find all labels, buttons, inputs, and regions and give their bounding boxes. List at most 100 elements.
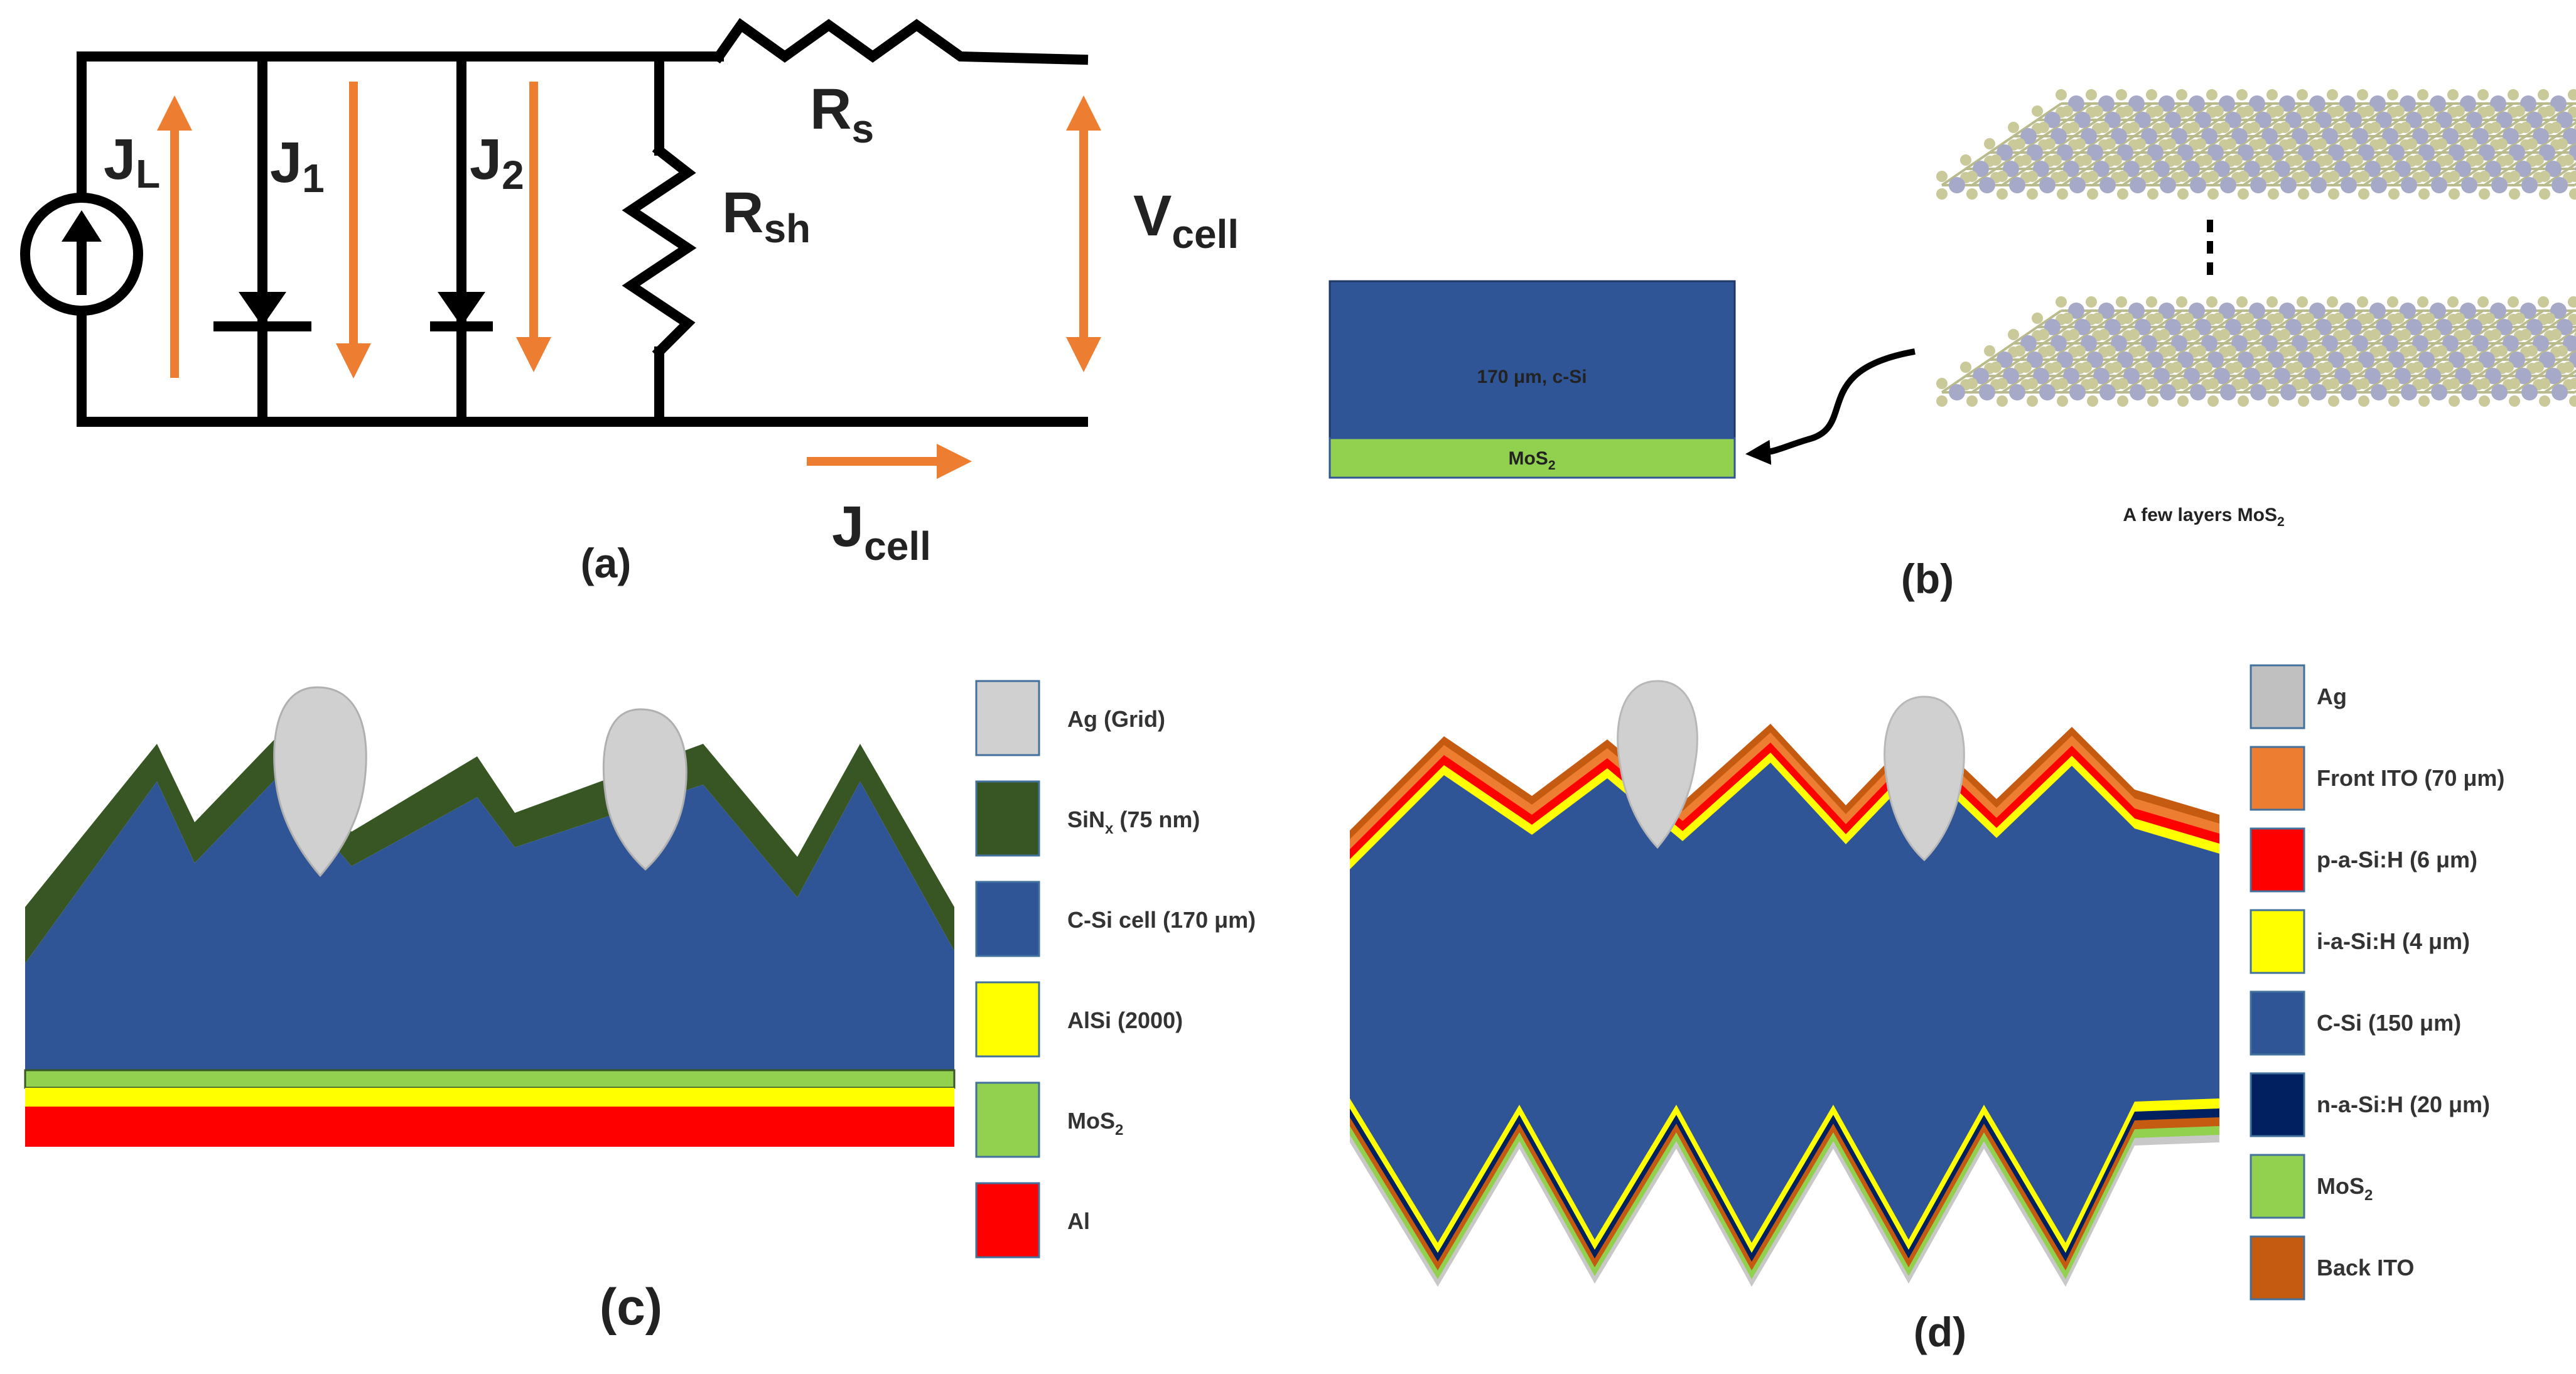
sulfur-atom xyxy=(2057,171,2068,182)
sulfur-atom xyxy=(2333,105,2344,117)
molybdenum-atom xyxy=(2069,384,2086,400)
sulfur-atom xyxy=(2544,313,2555,324)
molybdenum-atom xyxy=(2304,161,2320,177)
molybdenum-atom xyxy=(2479,352,2495,368)
sulfur-atom xyxy=(2044,345,2056,357)
molybdenum-atom xyxy=(2334,368,2351,384)
molybdenum-atom xyxy=(2190,177,2206,193)
sulfur-atom xyxy=(2146,89,2157,100)
molybdenum-atom xyxy=(2249,95,2265,112)
sulfur-atom xyxy=(2333,313,2344,324)
label-j1: J1 xyxy=(270,131,325,201)
csi-bulk-d xyxy=(1350,763,2219,1243)
sulfur-atom xyxy=(2176,89,2187,100)
legend-label: Al xyxy=(1067,1208,1090,1234)
molybdenum-atom xyxy=(2533,128,2549,144)
molybdenum-atom xyxy=(2098,303,2115,319)
sulfur-atom xyxy=(2328,378,2339,389)
sulfur-atom xyxy=(2358,378,2369,389)
sulfur-atom xyxy=(2279,122,2290,133)
sulfur-atom xyxy=(2477,296,2489,308)
sulfur-atom xyxy=(2358,395,2369,407)
sulfur-atom xyxy=(2538,296,2549,308)
sulfur-atom xyxy=(2104,345,2116,357)
molybdenum-atom xyxy=(2279,303,2295,319)
molybdenum-atom xyxy=(2515,161,2531,177)
sulfur-atom xyxy=(2238,188,2249,200)
mos2-layer-c xyxy=(24,1069,956,1089)
legend-swatch xyxy=(2250,746,2305,811)
sulfur-atom xyxy=(2051,362,2062,373)
molybdenum-atom xyxy=(2298,144,2314,161)
molybdenum-atom xyxy=(2141,335,2157,352)
molybdenum-atom xyxy=(2455,161,2471,177)
sulfur-atom xyxy=(1966,395,1978,407)
molybdenum-atom xyxy=(2184,368,2200,384)
molybdenum-atom xyxy=(2249,303,2265,319)
molybdenum-atom xyxy=(2123,161,2140,177)
sulfur-atom xyxy=(2135,345,2146,357)
sulfur-atom xyxy=(2285,345,2297,357)
sulfur-atom xyxy=(2092,313,2103,324)
molybdenum-atom xyxy=(2309,303,2325,319)
sulfur-atom xyxy=(2550,329,2562,340)
panel-d-label: (d) xyxy=(1914,1309,1966,1355)
molybdenum-atom xyxy=(2346,112,2362,128)
sulfur-atom xyxy=(2479,378,2490,389)
sulfur-atom xyxy=(2412,154,2423,166)
panel-c-structure: Ag (Grid)SiNx (75 nm)C-Si cell (170 μm)A… xyxy=(24,680,1256,1336)
molybdenum-atom xyxy=(2003,368,2019,384)
sulfur-atom xyxy=(2152,105,2164,117)
sulfur-atom xyxy=(1997,395,2008,407)
sulfur-atom xyxy=(2569,188,2576,200)
legend-swatch xyxy=(2250,1235,2305,1301)
molybdenum-atom xyxy=(2364,161,2381,177)
sulfur-atom xyxy=(2430,329,2441,340)
legend-swatch xyxy=(2250,1154,2305,1219)
sulfur-atom xyxy=(2539,171,2550,182)
molybdenum-atom xyxy=(2057,352,2073,368)
sulfur-atom xyxy=(2298,378,2309,389)
sulfur-atom xyxy=(2111,154,2122,166)
molybdenum-atom xyxy=(2117,144,2133,161)
molybdenum-atom xyxy=(2406,319,2422,335)
sulfur-atom xyxy=(2189,122,2200,133)
panel-a-circuit: JL J1 J2 Rsh Rs Vcell Jcell (a) xyxy=(20,18,1239,586)
ag-finger-d-2 xyxy=(1883,695,1965,862)
molybdenum-atom xyxy=(2526,112,2543,128)
sulfur-atom xyxy=(2357,296,2368,308)
sulfur-atom xyxy=(2128,122,2140,133)
sulfur-atom xyxy=(2496,138,2508,149)
sulfur-atom xyxy=(2087,395,2098,407)
alsi-layer xyxy=(25,1088,954,1107)
molybdenum-atom xyxy=(2009,177,2025,193)
molybdenum-atom xyxy=(2503,335,2519,352)
molybdenum-atom xyxy=(1949,177,1965,193)
sulfur-atom xyxy=(2195,138,2206,149)
sulfur-atom xyxy=(2182,105,2194,117)
legend-label: Ag xyxy=(2317,684,2347,709)
legend-label: p-a-Si:H (6 μm) xyxy=(2317,847,2477,872)
csi-block xyxy=(1328,280,1736,439)
sulfur-atom xyxy=(2574,107,2576,115)
sulfur-atom xyxy=(2135,138,2146,149)
molybdenum-atom xyxy=(2412,128,2428,144)
molybdenum-atom xyxy=(2334,161,2351,177)
molybdenum-atom xyxy=(2496,112,2513,128)
molybdenum-atom xyxy=(2117,352,2133,368)
sulfur-atom xyxy=(2238,378,2249,389)
molybdenum-atom xyxy=(2490,303,2506,319)
sulfur-atom xyxy=(2449,395,2460,407)
legend-swatch xyxy=(2250,1072,2305,1137)
molybdenum-atom xyxy=(2406,112,2422,128)
molybdenum-atom xyxy=(2027,144,2043,161)
sulfur-atom xyxy=(2116,89,2127,100)
molybdenum-atom xyxy=(2371,177,2387,193)
molybdenum-atom xyxy=(2165,112,2181,128)
sulfur-atom xyxy=(2449,188,2460,200)
molybdenum-atom xyxy=(2104,319,2121,335)
sulfur-atom xyxy=(2509,188,2520,200)
sulfur-atom xyxy=(2436,345,2447,357)
sulfur-atom xyxy=(2490,122,2501,133)
